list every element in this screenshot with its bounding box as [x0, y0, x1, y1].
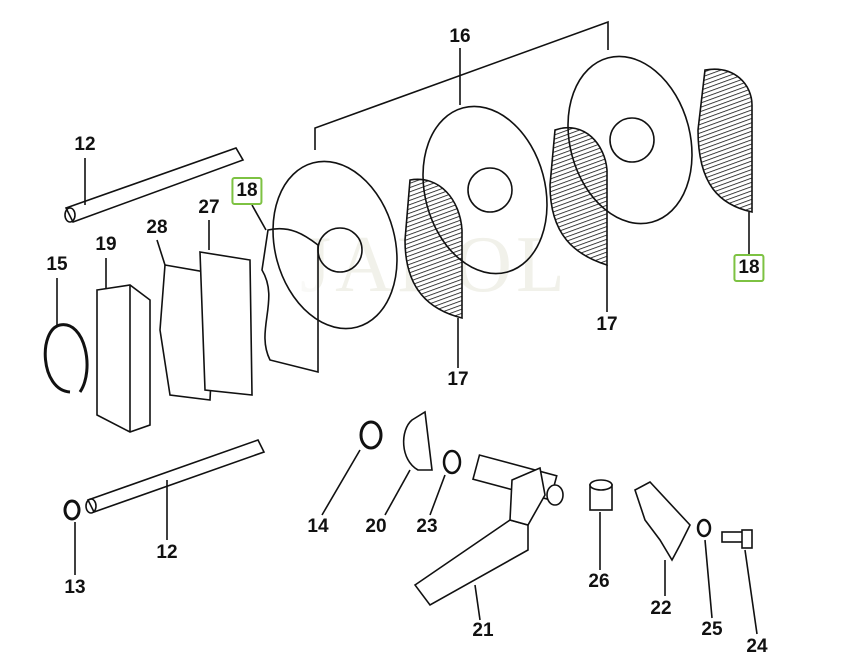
callout-23: 23: [416, 516, 438, 537]
callout-22: 22: [650, 598, 672, 619]
friction-plate-18b: [697, 68, 753, 255]
bolt-24: [721, 529, 758, 635]
callout-17: 17: [447, 369, 469, 390]
callout-19: 19: [95, 234, 117, 255]
pin-12-bottom: [85, 439, 266, 540]
callout-17: 17: [596, 314, 618, 335]
lever-21: [413, 454, 564, 621]
block-19: [96, 258, 151, 433]
ring-23: [429, 449, 462, 516]
callout-13: 13: [64, 577, 86, 598]
bushing-26: [589, 479, 613, 570]
shim-18: [251, 204, 319, 374]
friction-plate-17a: [404, 178, 463, 368]
callout-28: 28: [146, 217, 168, 238]
pin-12-top: [64, 147, 245, 223]
bracket-16: [314, 20, 609, 150]
callout-24: 24: [746, 636, 768, 657]
callout-12: 12: [74, 134, 96, 155]
callout-15: 15: [46, 254, 68, 275]
callout-20: 20: [365, 516, 387, 537]
disc-16-2: [422, 105, 548, 275]
friction-plate-17b: [549, 127, 608, 312]
cam-20: [384, 410, 433, 516]
plate-27: [199, 220, 253, 396]
callout-26: 26: [588, 571, 610, 592]
ring-14: [321, 420, 383, 516]
callout-21: 21: [472, 620, 494, 641]
disc-16-3: [567, 55, 693, 225]
callout-27: 27: [198, 197, 220, 218]
callout-18-highlighted[interactable]: 18: [733, 254, 765, 282]
callout-18-highlighted[interactable]: 18: [231, 177, 263, 205]
disc-16-1: [272, 160, 398, 330]
callout-16: 16: [449, 26, 471, 47]
callout-14: 14: [307, 516, 329, 537]
bracket-22: [634, 481, 691, 596]
callout-12: 12: [156, 542, 178, 563]
washer-13: [63, 499, 81, 575]
circlip-15: [43, 278, 89, 394]
callout-25: 25: [701, 619, 723, 640]
washer-25: [696, 518, 713, 619]
